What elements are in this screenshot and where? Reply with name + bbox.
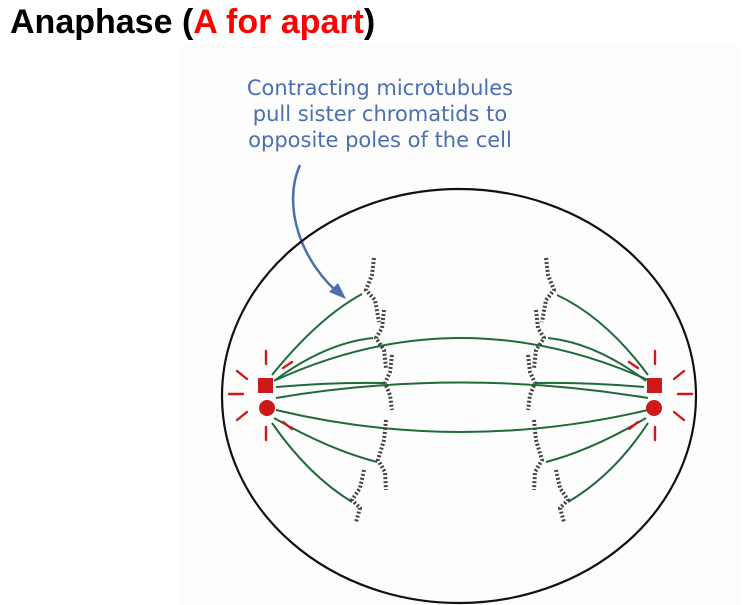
- microtubule: [545, 417, 647, 463]
- title-highlight: A for apart: [193, 3, 364, 41]
- centriole-circle: [259, 400, 275, 416]
- microtubule: [271, 422, 353, 503]
- microtubules: [271, 293, 649, 503]
- microtubule: [273, 417, 378, 463]
- centriole-square: [647, 378, 662, 393]
- centrosome-right: [627, 349, 694, 442]
- microtubule: [556, 294, 649, 376]
- microtubule: [275, 337, 649, 381]
- caption-line: Contracting microtubules: [246, 76, 514, 100]
- chromatid: [532, 419, 545, 491]
- microtubule: [273, 337, 374, 382]
- chromatid: [373, 309, 388, 369]
- centrosome-left: [227, 349, 294, 442]
- caption-line: opposite poles of the cell: [248, 128, 512, 152]
- centriole-square: [258, 378, 273, 393]
- chromatids-right: [526, 257, 571, 523]
- chromatid: [375, 419, 388, 491]
- chromatid: [349, 469, 366, 523]
- chromatid: [540, 257, 557, 323]
- diagram-caption: Contracting microtubules pull sister chr…: [180, 75, 580, 153]
- microtubule: [275, 409, 649, 433]
- caption-arrow: [291, 164, 343, 297]
- aster-rays: [627, 349, 694, 442]
- page-title: Anaphase (A for apart): [10, 0, 375, 44]
- caption-line: pull sister chromatids to: [252, 102, 508, 126]
- microtubule: [275, 381, 384, 388]
- chromatid: [532, 309, 547, 369]
- caption-arrowhead: [329, 283, 346, 299]
- microtubule: [547, 337, 647, 382]
- microtubule: [275, 381, 649, 399]
- chromatids-left: [349, 257, 394, 523]
- aster-rays: [227, 349, 294, 442]
- chromatid: [526, 354, 538, 411]
- microtubule: [535, 381, 645, 388]
- microtubule: [567, 422, 649, 503]
- figure-background: [180, 44, 740, 605]
- title-prefix: Anaphase (: [10, 3, 194, 41]
- microtubule: [271, 293, 363, 376]
- chromatid: [363, 257, 381, 323]
- cell-outline: [220, 187, 698, 605]
- centriole-circle: [646, 400, 662, 416]
- chromatid: [554, 469, 571, 523]
- chromatid: [382, 354, 394, 411]
- title-suffix: ): [363, 3, 376, 41]
